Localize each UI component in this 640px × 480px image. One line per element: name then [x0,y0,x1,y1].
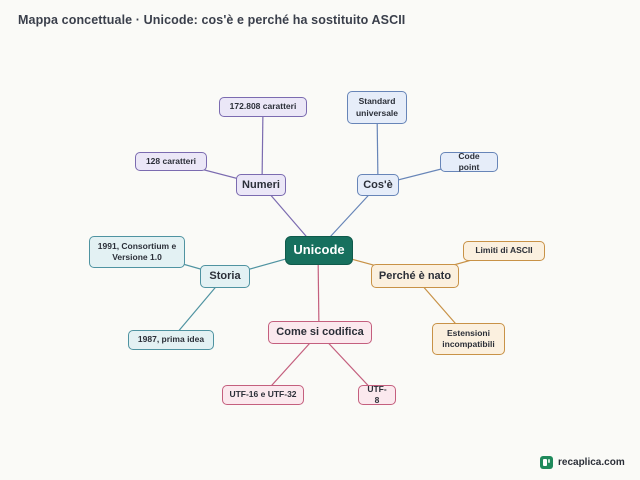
branch-numeri-label: Numeri [242,178,280,191]
leaf-1987-prima-idea-label: 1987, prima idea [137,334,205,345]
leaf-128-caratteri[interactable]: 128 caratteri [135,152,207,171]
leaf-1991-consortium-label: 1991, Consortium e Versione 1.0 [97,240,177,262]
branch-codifica[interactable]: Come si codifica [268,321,372,344]
logo-text: recaplica.com [558,457,625,468]
recaplica-logo-icon [540,456,553,469]
branch-storia[interactable]: Storia [200,265,250,288]
branch-perche-label: Perché è nato [378,269,452,282]
leaf-172808-caratteri-label: 172.808 caratteri [229,101,297,112]
leaf-utf16-utf32[interactable]: UTF-16 e UTF-32 [222,385,304,405]
recaplica-logo[interactable]: recaplica.com [540,456,625,469]
leaf-estensioni-incompatibili-label: Estensioni incompatibili [442,327,495,349]
leaf-1987-prima-idea[interactable]: 1987, prima idea [128,330,214,350]
branch-numeri[interactable]: Numeri [236,174,286,196]
leaf-utf8[interactable]: UTF-8 [358,383,396,405]
root-node-unicode[interactable]: Unicode [285,236,353,265]
root-label: Unicode [293,242,345,258]
leaf-172808-caratteri[interactable]: 172.808 caratteri [219,97,307,117]
leaf-standard-universale[interactable]: Standard universale [347,91,407,124]
branch-codifica-label: Come si codifica [276,326,364,339]
branch-storia-label: Storia [209,270,241,283]
edge-numeri-172808 [261,106,264,186]
leaf-1991-consortium[interactable]: 1991, Consortium e Versione 1.0 [89,236,185,268]
branch-perche[interactable]: Perché è nato [371,264,459,288]
leaf-limiti-ascii-label: Limiti di ASCII [475,245,533,256]
branch-cose-label: Cos'è [363,178,393,191]
leaf-utf8-label: UTF-8 [367,383,387,405]
leaf-code-point[interactable]: Code point [440,150,498,172]
leaf-standard-universale-label: Standard universale [355,96,399,118]
leaf-utf16-utf32-label: UTF-16 e UTF-32 [229,389,297,400]
leaf-code-point-label: Code point [458,150,480,172]
leaf-limiti-ascii[interactable]: Limiti di ASCII [463,241,545,261]
branch-cose[interactable]: Cos'è [357,174,399,196]
leaf-128-caratteri-label: 128 caratteri [145,155,197,166]
leaf-estensioni-incompatibili[interactable]: Estensioni incompatibili [432,323,505,355]
page-title: Mappa concettuale · Unicode: cos'è e per… [18,13,406,27]
